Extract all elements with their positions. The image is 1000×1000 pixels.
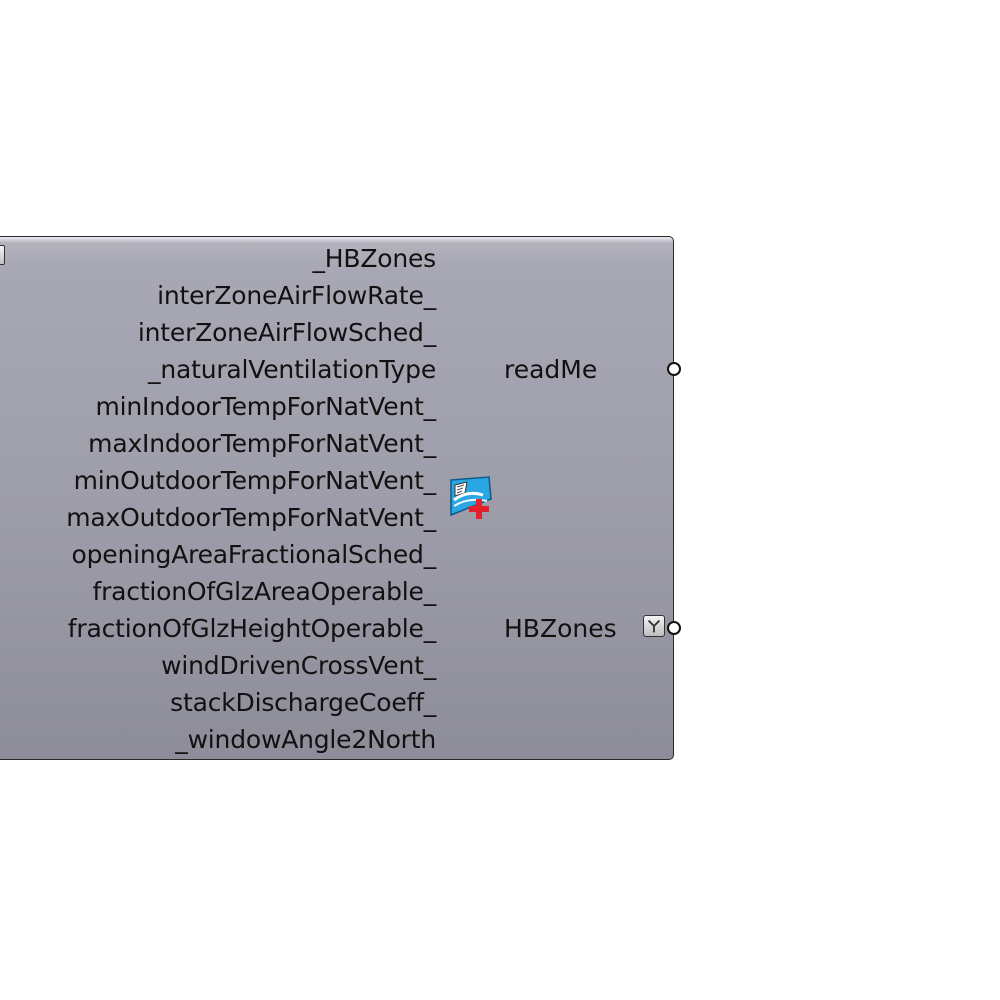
input-window-angle-north[interactable]: _windowAngle2North — [175, 725, 436, 754]
param-flag-icon — [0, 245, 5, 265]
honeybee-airflow-icon — [450, 476, 492, 519]
input-interzone-airflow-sched[interactable]: interZoneAirFlowSched_ — [137, 318, 436, 347]
input-max-indoor-temp[interactable]: maxIndoorTempForNatVent_ — [88, 429, 436, 458]
output-hbzones-grip[interactable] — [667, 621, 681, 635]
input-min-outdoor-temp[interactable]: minOutdoorTempForNatVent_ — [73, 466, 437, 495]
input-glz-area-operable[interactable]: fractionOfGlzAreaOperable_ — [92, 577, 436, 606]
input-min-indoor-temp[interactable]: minIndoorTempForNatVent_ — [95, 392, 436, 421]
output-readme-grip[interactable] — [667, 362, 681, 376]
input-wind-driven-cross-vent[interactable]: windDrivenCrossVent_ — [161, 651, 436, 680]
input-interzone-airflow-rate[interactable]: interZoneAirFlowRate_ — [157, 281, 436, 310]
airflow-component[interactable]: _HBZones interZoneAirFlowRate_ interZone… — [0, 236, 681, 760]
input-hbzones[interactable]: _HBZones — [312, 244, 436, 273]
input-glz-height-operable[interactable]: fractionOfGlzHeightOperable_ — [67, 614, 436, 643]
input-max-outdoor-temp[interactable]: maxOutdoorTempForNatVent_ — [66, 503, 436, 532]
output-hbzones[interactable]: HBZones — [504, 614, 617, 643]
input-natural-ventilation-type[interactable]: _naturalVentilationType — [148, 355, 436, 384]
input-stack-discharge-coeff[interactable]: stackDischargeCoeff_ — [170, 688, 436, 717]
input-opening-area-sched[interactable]: openingAreaFractionalSched_ — [71, 540, 437, 569]
output-readme[interactable]: readMe — [504, 355, 598, 384]
graft-tree-icon — [643, 615, 665, 637]
input-params-list: _HBZones interZoneAirFlowRate_ interZone… — [66, 240, 436, 758]
